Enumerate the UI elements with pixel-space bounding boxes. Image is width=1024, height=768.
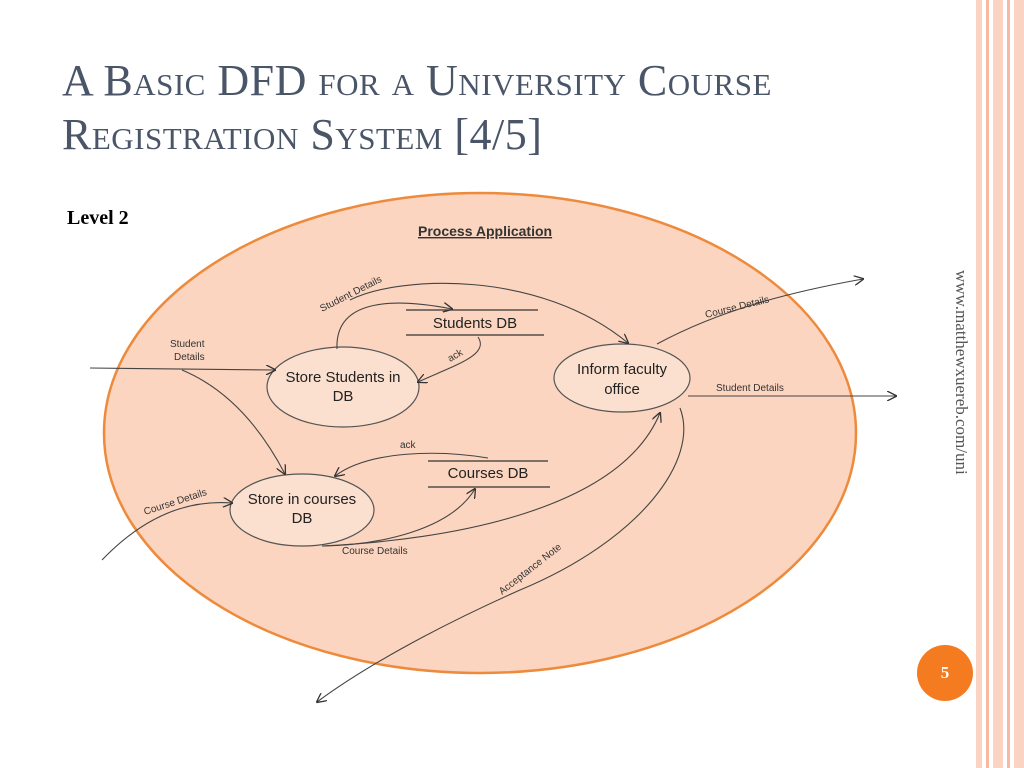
inform-faculty-label-1: Inform faculty bbox=[577, 361, 668, 378]
store-students-label-1: Store Students in bbox=[285, 369, 400, 386]
flow-ack-courses bbox=[335, 452, 489, 476]
decorative-stripes bbox=[976, 0, 1024, 768]
store-courses-label-1: Store in courses bbox=[248, 491, 356, 508]
flow-to-students-db bbox=[336, 303, 452, 350]
flow-student-details-top bbox=[349, 282, 628, 343]
page-number: 5 bbox=[940, 663, 950, 682]
students-db-label: Students DB bbox=[433, 315, 517, 332]
inform-faculty-label-2: office bbox=[604, 381, 640, 398]
courses-db-label: Courses DB bbox=[448, 465, 529, 482]
data-store-students: Students DB bbox=[406, 309, 544, 336]
flow-acceptance-note bbox=[317, 407, 685, 702]
slide-title: A Basic DFD for a University Course Regi… bbox=[62, 54, 962, 162]
label-student-details-in-2: Details bbox=[174, 352, 205, 363]
flow-course-details-out bbox=[656, 279, 863, 345]
label-student-details-out: Student Details bbox=[716, 383, 784, 394]
process-boundary bbox=[102, 191, 858, 675]
flow-student-details-to-courses bbox=[181, 369, 285, 474]
flow-student-details-in bbox=[89, 368, 275, 370]
title-line-1: A Basic DFD for a University Course bbox=[62, 56, 772, 105]
process-inform-faculty: Inform faculty office bbox=[553, 343, 691, 413]
level-label: Level 2 bbox=[67, 207, 129, 229]
title-line-2: Registration System [4/5] bbox=[62, 110, 543, 159]
label-ack-courses: ack bbox=[400, 440, 417, 451]
process-store-courses: Store in courses DB bbox=[229, 473, 375, 547]
label-course-details-bottom: Course Details bbox=[342, 546, 408, 557]
data-store-courses: Courses DB bbox=[428, 460, 550, 488]
flow-ack-students bbox=[418, 336, 481, 382]
label-student-details-in-1: Student bbox=[170, 339, 205, 350]
boundary-title: Process Application bbox=[418, 223, 552, 239]
process-store-students: Store Students in DB bbox=[266, 346, 420, 428]
page-number-badge: 5 bbox=[917, 645, 973, 701]
store-students-label-2: DB bbox=[333, 388, 354, 405]
store-courses-label-2: DB bbox=[292, 510, 313, 527]
side-url: www.matthewxuereb.com/uni bbox=[952, 270, 971, 475]
flow-course-details-in bbox=[101, 503, 232, 561]
flow-course-details-bottom bbox=[321, 413, 660, 547]
